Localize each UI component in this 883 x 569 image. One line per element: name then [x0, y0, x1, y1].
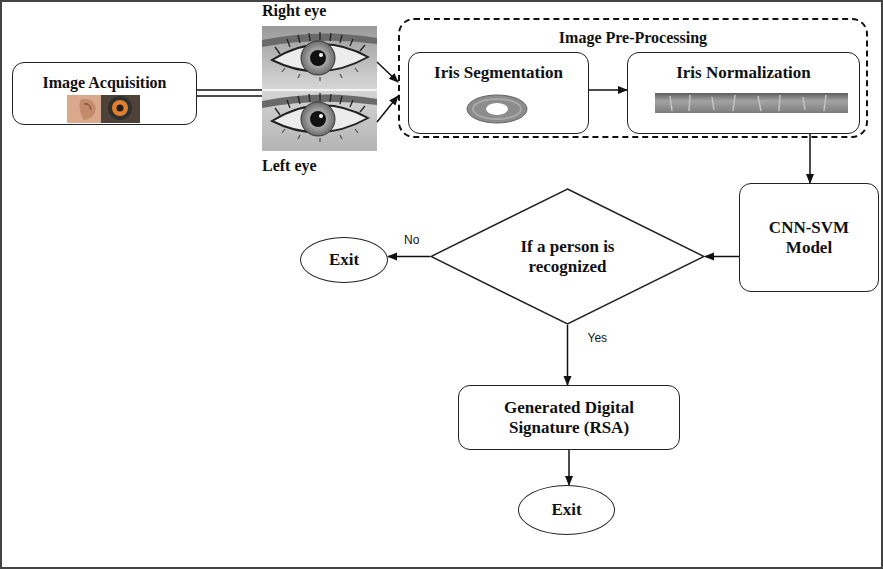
illustration-part [80, 99, 97, 120]
decision-diamond: If a person is recognized [430, 188, 705, 325]
node-label: Iris Normalization [676, 63, 811, 83]
connector-arrow [567, 325, 569, 385]
illustration-part [262, 32, 377, 81]
illustration-part [67, 95, 101, 123]
illustration-part [262, 26, 377, 151]
eye-image: Right eye [262, 26, 377, 90]
connector-arrow [388, 256, 430, 258]
illustration-part [275, 32, 365, 54]
node-label: CNN-SVM Model [759, 218, 859, 257]
node-label: Image Pre-Processing [559, 29, 707, 47]
process-box: Iris Normalization [627, 52, 860, 134]
edge-label: No [402, 233, 421, 247]
terminal-ellipse: Exit [300, 237, 388, 283]
node-label: Exit [551, 500, 581, 520]
node-label: Iris Segmentation [434, 63, 563, 83]
connector-arrow [197, 89, 262, 91]
illustration-part [473, 99, 521, 119]
connector-arrow [377, 62, 398, 82]
connector-arrow [589, 89, 627, 91]
connector-arrow [705, 256, 739, 258]
illustration-part [282, 68, 358, 81]
illustration-part [262, 93, 377, 142]
illustration-part [108, 96, 132, 120]
image-caption: Right eye [262, 2, 326, 20]
terminal-ellipse: Exit [518, 485, 615, 535]
normalized-strip [655, 93, 848, 113]
process-box: Iris Segmentation [408, 52, 589, 134]
diamond-shape [431, 189, 704, 324]
eye-photos [262, 26, 377, 151]
node-label: If a person is recognized [493, 237, 643, 276]
node-label: Image Acquisition [42, 74, 166, 92]
illustration-part [310, 50, 326, 66]
illustration-part [262, 89, 377, 91]
process-box: Image Acquisition [12, 62, 197, 125]
process-box: Generated Digital Signature (RSA) [458, 385, 680, 450]
acquisition-photo [67, 95, 140, 123]
illustration-part [67, 95, 140, 123]
illustration-part [117, 105, 124, 112]
illustration-part [467, 95, 527, 123]
illustration-part [319, 53, 323, 57]
connector-arrow [809, 134, 811, 183]
illustration-part [112, 100, 128, 116]
connector-arrow [568, 450, 570, 485]
image-caption: Left eye [262, 157, 317, 175]
process-box: CNN-SVM Model [739, 183, 879, 292]
iris-ring [467, 95, 527, 123]
illustration-part [655, 93, 848, 113]
node-label: Exit [329, 250, 359, 270]
node-label: Generated Digital Signature (RSA) [474, 398, 664, 437]
edge-label: Yes [586, 331, 610, 345]
connector-arrow [197, 95, 262, 97]
illustration-part [301, 41, 335, 75]
group-box: Image Pre-ProcessingIris Segmentation Iri… [398, 18, 868, 138]
illustration-part [486, 103, 508, 115]
illustration-part [84, 104, 91, 110]
illustration-part [670, 95, 826, 111]
connector-arrow [377, 96, 398, 122]
eye-image: Left eye [262, 90, 377, 151]
